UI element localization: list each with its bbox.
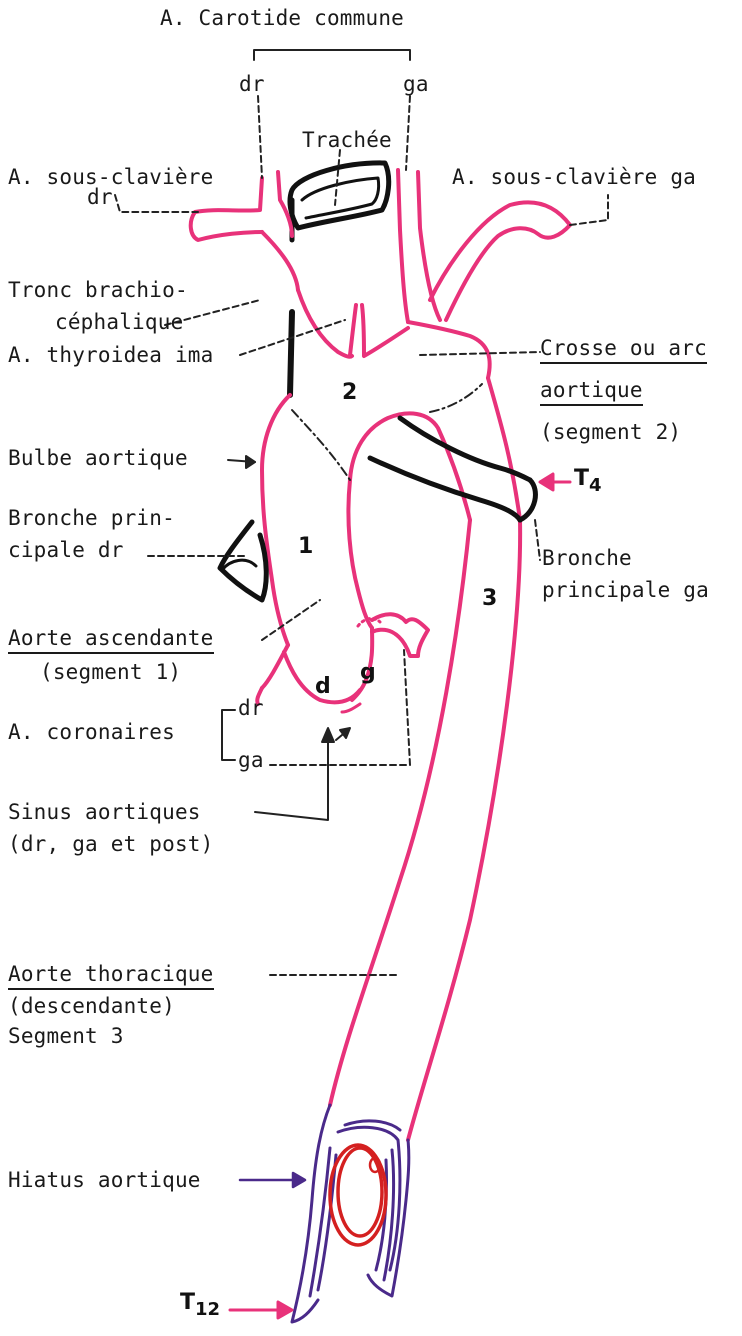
label-sinus-2: (dr, ga et post) xyxy=(8,832,214,856)
label-thoracic-3: Segment 3 xyxy=(8,1024,124,1048)
brachiocephalic-arch-junction xyxy=(298,290,352,357)
t4-arrow xyxy=(540,474,570,490)
label-ascending-1: Aorte ascendante xyxy=(8,626,214,654)
label-arch-1: Crosse ou arc xyxy=(540,336,707,364)
label-carotid-ga: ga xyxy=(403,72,429,96)
label-arch-2: aortique xyxy=(540,378,643,406)
trachea-left-wall-lower xyxy=(290,312,292,395)
aortic-hiatus xyxy=(292,1105,409,1322)
segment-3-number: 3 xyxy=(482,586,497,611)
ascending-aorta-inner xyxy=(348,480,372,628)
label-brachiocephalic-1: Tronc brachio- xyxy=(8,278,188,302)
aortic-arch-top xyxy=(408,322,490,378)
label-subclavian-dr-2: dr xyxy=(87,185,113,209)
label-sinus-1: Sinus aortiques xyxy=(8,800,201,824)
t12-arrow xyxy=(230,1302,292,1318)
label-thoracic-2: (descendante) xyxy=(8,994,175,1018)
label-carotid-common: A. Carotide commune xyxy=(160,6,404,30)
label-left-bronchus-1: Bronche xyxy=(542,546,632,570)
label-coronaries-dr: dr xyxy=(238,696,264,720)
label-right-bronchus-1: Bronche prin- xyxy=(8,506,175,530)
seg2-seg3-separator xyxy=(430,384,482,412)
aorta-in-hiatus xyxy=(330,1145,386,1245)
label-ascending-2: (segment 1) xyxy=(40,660,181,684)
label-bulbe: Bulbe aortique xyxy=(8,446,188,470)
vertebra-t4-label: T4 xyxy=(574,466,602,496)
label-carotid-dr: dr xyxy=(239,72,265,96)
seg1-seg2-separator xyxy=(292,410,350,480)
label-arch-3: (segment 2) xyxy=(540,420,681,444)
label-coronaries: A. coronaires xyxy=(8,720,175,744)
label-coronaries-ga: ga xyxy=(238,748,264,772)
vertebra-t12-label: T12 xyxy=(180,1290,220,1320)
descending-aorta-right xyxy=(330,520,470,1105)
label-left-bronchus-2: principale ga xyxy=(542,578,709,602)
sinus-d-mark: d xyxy=(315,674,331,699)
aortic-arch-inner xyxy=(350,413,470,520)
thyroidea-ima xyxy=(350,305,364,355)
coronary-bracket xyxy=(222,710,235,760)
left-subclavian-artery xyxy=(430,202,570,320)
label-trachea: Trachée xyxy=(302,128,392,152)
hiatus-pointer-arrow xyxy=(240,1173,305,1187)
carotid-bracket xyxy=(254,50,410,60)
sinus-bulb xyxy=(262,645,360,702)
left-carotid-artery xyxy=(398,170,408,322)
segment-1-number: 1 xyxy=(298,534,313,559)
label-hiatus: Hiatus aortique xyxy=(8,1168,201,1192)
right-main-bronchus xyxy=(220,522,266,600)
label-subclavian-ga: A. sous-clavière ga xyxy=(452,165,696,189)
label-thyroidea-ima: A. thyroidea ima xyxy=(8,343,214,367)
trachea xyxy=(290,163,389,395)
label-thoracic-1: Aorte thoracique xyxy=(8,962,214,990)
aorta xyxy=(191,170,570,1140)
label-right-bronchus-2: cipale dr xyxy=(8,538,124,562)
label-brachiocephalic-2: céphalique xyxy=(55,310,183,334)
ascending-aorta-outer xyxy=(262,395,290,645)
segment-2-number: 2 xyxy=(342,380,357,405)
sinus-g-mark: g xyxy=(360,660,376,685)
